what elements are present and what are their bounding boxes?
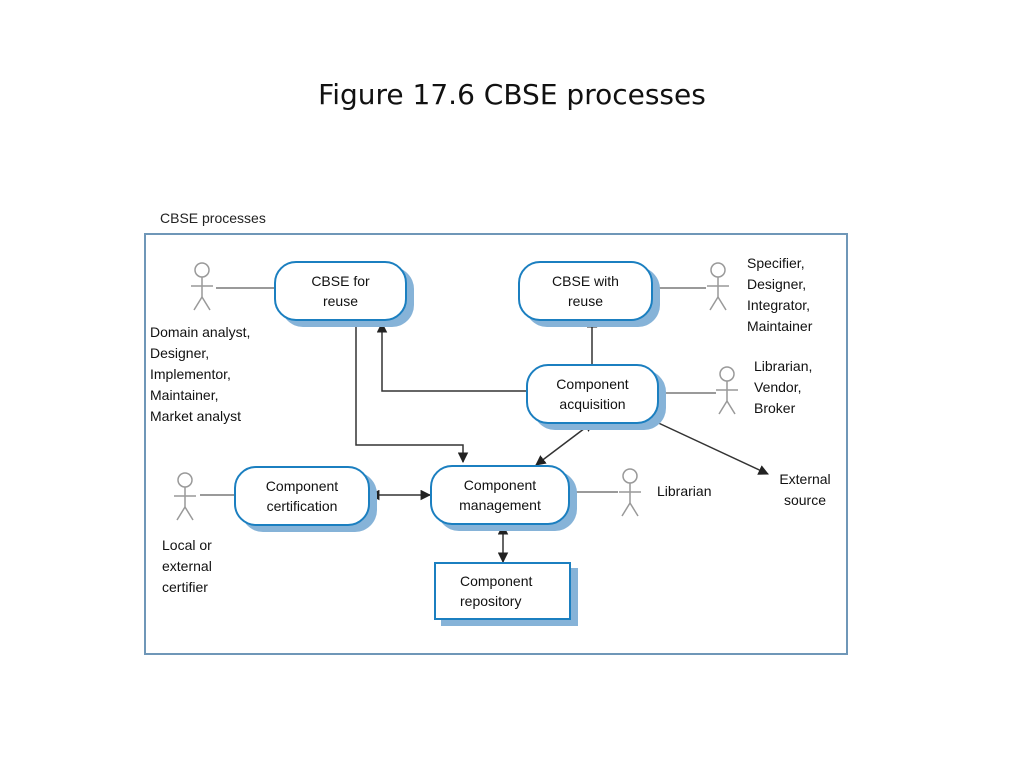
arrow-acquisition-to-external — [651, 419, 769, 475]
roles-for-reuse: Domain analyst, Designer, Implementor, M… — [150, 324, 251, 424]
actor-icon — [191, 262, 213, 311]
external-source-label: External source — [779, 471, 831, 508]
actor-icon — [619, 468, 641, 517]
process-component-certification: Component certification — [234, 466, 370, 526]
actor-icon — [707, 262, 729, 311]
slide-title: Figure 17.6 CBSE processes — [318, 78, 706, 111]
process-cbse-with-reuse: CBSE with reuse — [518, 261, 653, 321]
actor-icon — [716, 366, 738, 415]
process-component-management: Component management — [430, 465, 570, 525]
process-component-acquisition: Component acquisition — [526, 364, 659, 424]
role-certification: Local or external certifier — [162, 537, 212, 595]
arrow-acquisition-to-for-reuse — [376, 321, 527, 392]
diagram-frame — [144, 233, 848, 655]
arrow-for-reuse-to-management — [355, 325, 469, 464]
diagram-frame-label: CBSE processes — [160, 210, 266, 226]
arrow-acquisition-management — [535, 421, 594, 466]
role-management: Librarian — [657, 483, 712, 499]
process-cbse-for-reuse: CBSE for reuse — [274, 261, 407, 321]
store-component-repository: Component repository — [434, 562, 571, 620]
roles-acquisition: Librarian, Vendor, Broker — [754, 358, 813, 416]
roles-with-reuse: Specifier, Designer, Integrator, Maintai… — [747, 255, 813, 334]
actor-icon — [174, 472, 196, 521]
